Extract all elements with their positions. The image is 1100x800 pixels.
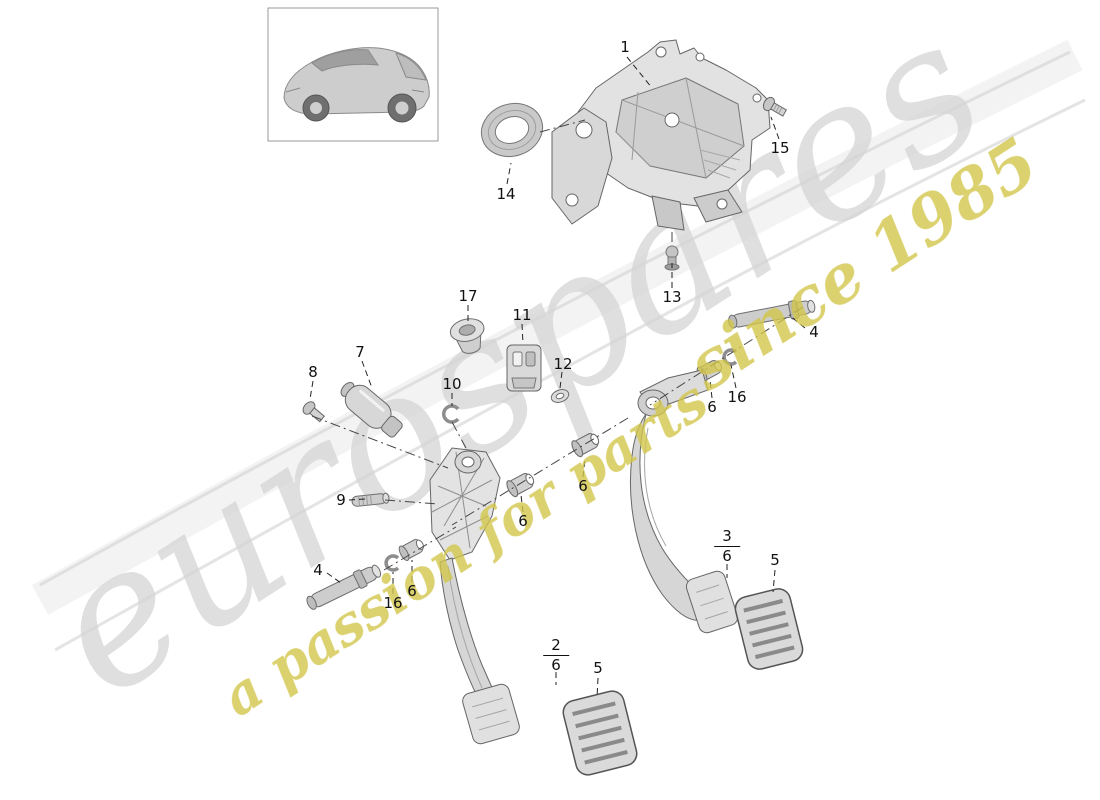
callout-line (559, 371, 563, 389)
callout-line (626, 56, 653, 89)
bushing-part-6-left (398, 539, 424, 561)
car-thumbnail (267, 7, 439, 142)
part-label-6[interactable]: 6 (407, 581, 417, 600)
part-label-15[interactable]: 15 (770, 138, 790, 157)
callout-line (582, 457, 586, 478)
callout-line (730, 364, 737, 389)
callout-line (506, 162, 512, 185)
part-number[interactable]: 2 (543, 637, 569, 656)
part-label-17[interactable]: 17 (458, 286, 478, 305)
part-label-13[interactable]: 13 (662, 287, 682, 306)
part-number[interactable]: 6 (551, 655, 561, 674)
part-number[interactable]: 6 (722, 546, 732, 565)
part-label-6[interactable]: 6 (578, 476, 588, 495)
part-label-9[interactable]: 9 (336, 490, 346, 509)
callout-line (311, 415, 449, 469)
part-label-16[interactable]: 16 (383, 593, 403, 612)
bolt-part-15 (762, 96, 788, 117)
callout-line (451, 417, 629, 526)
part-label-7[interactable]: 7 (355, 342, 365, 361)
callout-line (770, 116, 780, 140)
clutch-pedal-assembly (429, 447, 520, 745)
circlip-right-part-16 (722, 348, 738, 366)
callout-line (348, 498, 367, 501)
part-label-6[interactable]: 6 (707, 397, 717, 416)
circlip-part-10 (442, 404, 460, 424)
part-label-5[interactable]: 5 (770, 550, 780, 569)
callout-line (520, 494, 524, 513)
callout-line (361, 360, 373, 389)
callout-line (384, 499, 439, 505)
bushing-part-6-mid-lower (506, 473, 535, 498)
callout-line (709, 379, 713, 399)
callout-line (309, 380, 314, 400)
part-label-14[interactable]: 14 (496, 184, 516, 203)
callout-line (451, 421, 467, 449)
washer-part-12 (550, 389, 570, 403)
circlip-left-part-16 (384, 554, 400, 572)
grommet-part-17 (449, 318, 485, 354)
pivot-pin-left-part-4 (306, 564, 382, 610)
part-label-4[interactable]: 4 (809, 322, 819, 341)
callout-line (788, 314, 806, 329)
part-label-6[interactable]: 6 (518, 511, 528, 530)
pedal-bracket-assembly (551, 39, 771, 231)
part-number[interactable]: 3 (714, 528, 740, 547)
mount-bracket-part-11 (506, 344, 542, 392)
damper-part-7 (340, 382, 403, 438)
callout-line (772, 569, 776, 593)
leader-lines (309, 56, 806, 699)
part-label-5[interactable]: 5 (593, 658, 603, 677)
brake-pedal-assembly (629, 369, 739, 634)
part-label-16[interactable]: 16 (727, 387, 747, 406)
part-label-11[interactable]: 11 (512, 305, 532, 324)
part-label-12[interactable]: 12 (553, 354, 573, 373)
part-label-8[interactable]: 8 (308, 362, 318, 381)
pedal-pad-clutch-part-5 (562, 690, 638, 776)
part-label-1[interactable]: 1 (620, 37, 630, 56)
callout-line (521, 323, 524, 345)
pedal-pad-brake-part-5 (734, 588, 804, 670)
callout-line (539, 119, 586, 133)
pin-part-9 (351, 492, 390, 507)
callout-line (326, 572, 342, 584)
car-illustration (283, 47, 430, 123)
part-label-4[interactable]: 4 (313, 560, 323, 579)
part-label-10[interactable]: 10 (442, 374, 462, 393)
callout-line (383, 526, 457, 571)
axis-lines (311, 119, 804, 571)
callout-line (596, 677, 599, 699)
seal-ring-part-14 (480, 102, 544, 158)
